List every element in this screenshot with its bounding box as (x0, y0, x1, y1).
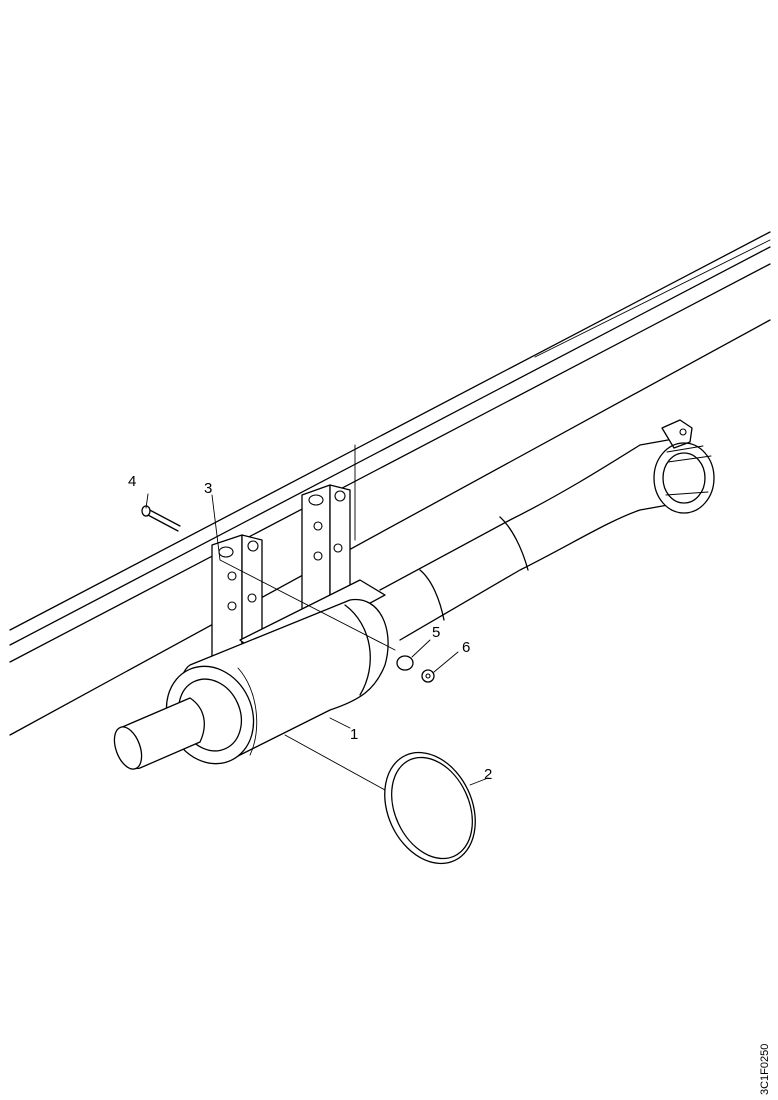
callout-2: 2 (484, 766, 492, 783)
callout-4: 4 (128, 473, 136, 490)
bolt (141, 505, 181, 532)
silencer-inlet-pipe (113, 697, 205, 770)
clamp-ring (384, 751, 476, 865)
callout-3: 3 (204, 480, 212, 497)
drawing-reference-code: 3C1F0250 (759, 1044, 771, 1095)
exhaust-pipe (379, 439, 669, 641)
spacer (396, 655, 414, 671)
callout-1: 1 (350, 726, 358, 743)
leader-lines (145, 493, 489, 791)
support-bracket-rear (301, 484, 351, 611)
nut (421, 669, 435, 683)
chassis-frame-rail (9, 231, 771, 736)
callout-6: 6 (462, 639, 470, 656)
callout-5: 5 (432, 624, 440, 641)
pipe-end-clamp (653, 419, 715, 514)
